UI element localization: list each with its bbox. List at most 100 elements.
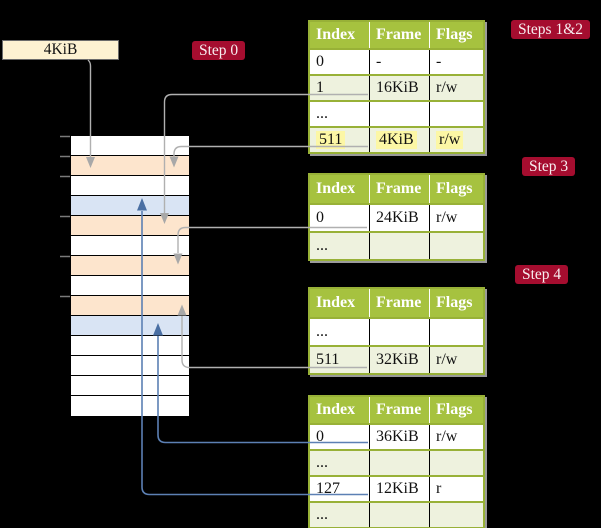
cell-text: r/w [436, 351, 458, 368]
table-cell: r/w [429, 76, 483, 100]
table-cell: ... [310, 319, 369, 345]
page-table-3-row-1: 511 32KiB r/w [310, 345, 483, 373]
column-header-index: Index [316, 180, 356, 197]
cell-text: - [376, 53, 382, 70]
memory-row-12 [71, 356, 189, 376]
page-table-1-row-1: 1 16KiB r/w [310, 74, 483, 100]
page-table-4-row-3: ... [310, 501, 483, 527]
memory-row-6 [71, 236, 189, 256]
badge-step-0: Step 0 [192, 41, 246, 60]
table-cell [369, 102, 429, 126]
frame-address-label: 4KiB [2, 40, 119, 60]
table-cell: 127 [310, 477, 369, 501]
cell-text: r/w [436, 428, 458, 445]
table-cell [429, 503, 483, 527]
memory-row-1 [71, 136, 189, 156]
memory-row-5 [71, 216, 189, 236]
cell-text: 32KiB [376, 351, 419, 368]
cell-text: 24KiB [376, 209, 419, 226]
column-header-flags: Flags [429, 175, 483, 203]
cell-text: r [436, 480, 442, 497]
page-table-4-row-0: 0 36KiB r/w [310, 423, 483, 449]
table-cell: r/w [429, 205, 483, 231]
cell-text: ... [316, 105, 328, 122]
cell-text: 0 [316, 428, 324, 445]
memory-row-2 [71, 156, 189, 176]
page-table-2-row-1: ... [310, 231, 483, 259]
column-header-index: Index [316, 401, 356, 418]
memory-row-8 [71, 276, 189, 296]
table-cell: 0 [310, 50, 369, 74]
cell-text: ... [316, 454, 328, 471]
table-cell [429, 319, 483, 345]
column-header-frame: Frame [369, 22, 429, 48]
badge-step-4: Step 4 [515, 265, 569, 284]
cell-text: 0 [316, 53, 324, 70]
table-cell: r [429, 477, 483, 501]
cell-text: 36KiB [376, 428, 419, 445]
physical-memory-column [70, 135, 190, 417]
table-cell: 36KiB [369, 425, 429, 449]
column-header-frame: Frame [369, 397, 429, 423]
table-cell: r/w [429, 425, 483, 449]
table-cell: ... [310, 451, 369, 475]
page-table-1-row-2: ... [310, 100, 483, 126]
table-cell: 12KiB [369, 477, 429, 501]
table-cell: - [429, 50, 483, 74]
table-cell [369, 451, 429, 475]
column-header-flags: Flags [429, 397, 483, 423]
column-header-index: Index [316, 294, 356, 311]
cell-text: - [436, 53, 442, 70]
cell-text: 0 [316, 209, 324, 226]
cell-text: 511 [316, 351, 340, 368]
memory-row-4 [71, 196, 189, 216]
memory-row-14 [71, 396, 189, 416]
table-cell: ... [310, 503, 369, 527]
page-table-1-row-0: 0 - - [310, 48, 483, 74]
page-table-4-row-1: ... [310, 449, 483, 475]
table-cell: 0 [310, 425, 369, 449]
table-cell [369, 503, 429, 527]
column-header-frame: Frame [369, 175, 429, 203]
memory-row-11 [71, 336, 189, 356]
table-cell [369, 233, 429, 259]
table-cell: 16KiB [369, 76, 429, 100]
table-cell [429, 102, 483, 126]
table-cell [369, 319, 429, 345]
table-cell: 24KiB [369, 205, 429, 231]
table-cell: r/w [429, 128, 483, 152]
cell-text: r/w [436, 131, 464, 149]
table-cell: 32KiB [369, 347, 429, 373]
table-cell: 4KiB [369, 128, 429, 152]
table-cell: 511 [310, 128, 369, 152]
cell-text: ... [316, 506, 328, 523]
cell-text: 16KiB [376, 79, 419, 96]
badge-step-3: Step 3 [522, 157, 576, 176]
cell-text: 1 [316, 79, 324, 96]
table-cell [429, 233, 483, 259]
table-cell: - [369, 50, 429, 74]
column-header-index: Index [316, 26, 356, 43]
memory-row-3 [71, 176, 189, 196]
table-cell [429, 451, 483, 475]
memory-address-ticks [60, 135, 70, 298]
page-table-3-row-0: ... [310, 317, 483, 345]
page-table-2-row-0: 0 24KiB r/w [310, 203, 483, 231]
table-cell: 0 [310, 205, 369, 231]
memory-row-13 [71, 376, 189, 396]
column-header-frame: Frame [369, 289, 429, 317]
cell-text: 12KiB [376, 480, 419, 497]
cell-text: ... [316, 237, 328, 254]
table-cell: ... [310, 233, 369, 259]
column-header-flags: Flags [429, 289, 483, 317]
memory-row-10 [71, 316, 189, 336]
